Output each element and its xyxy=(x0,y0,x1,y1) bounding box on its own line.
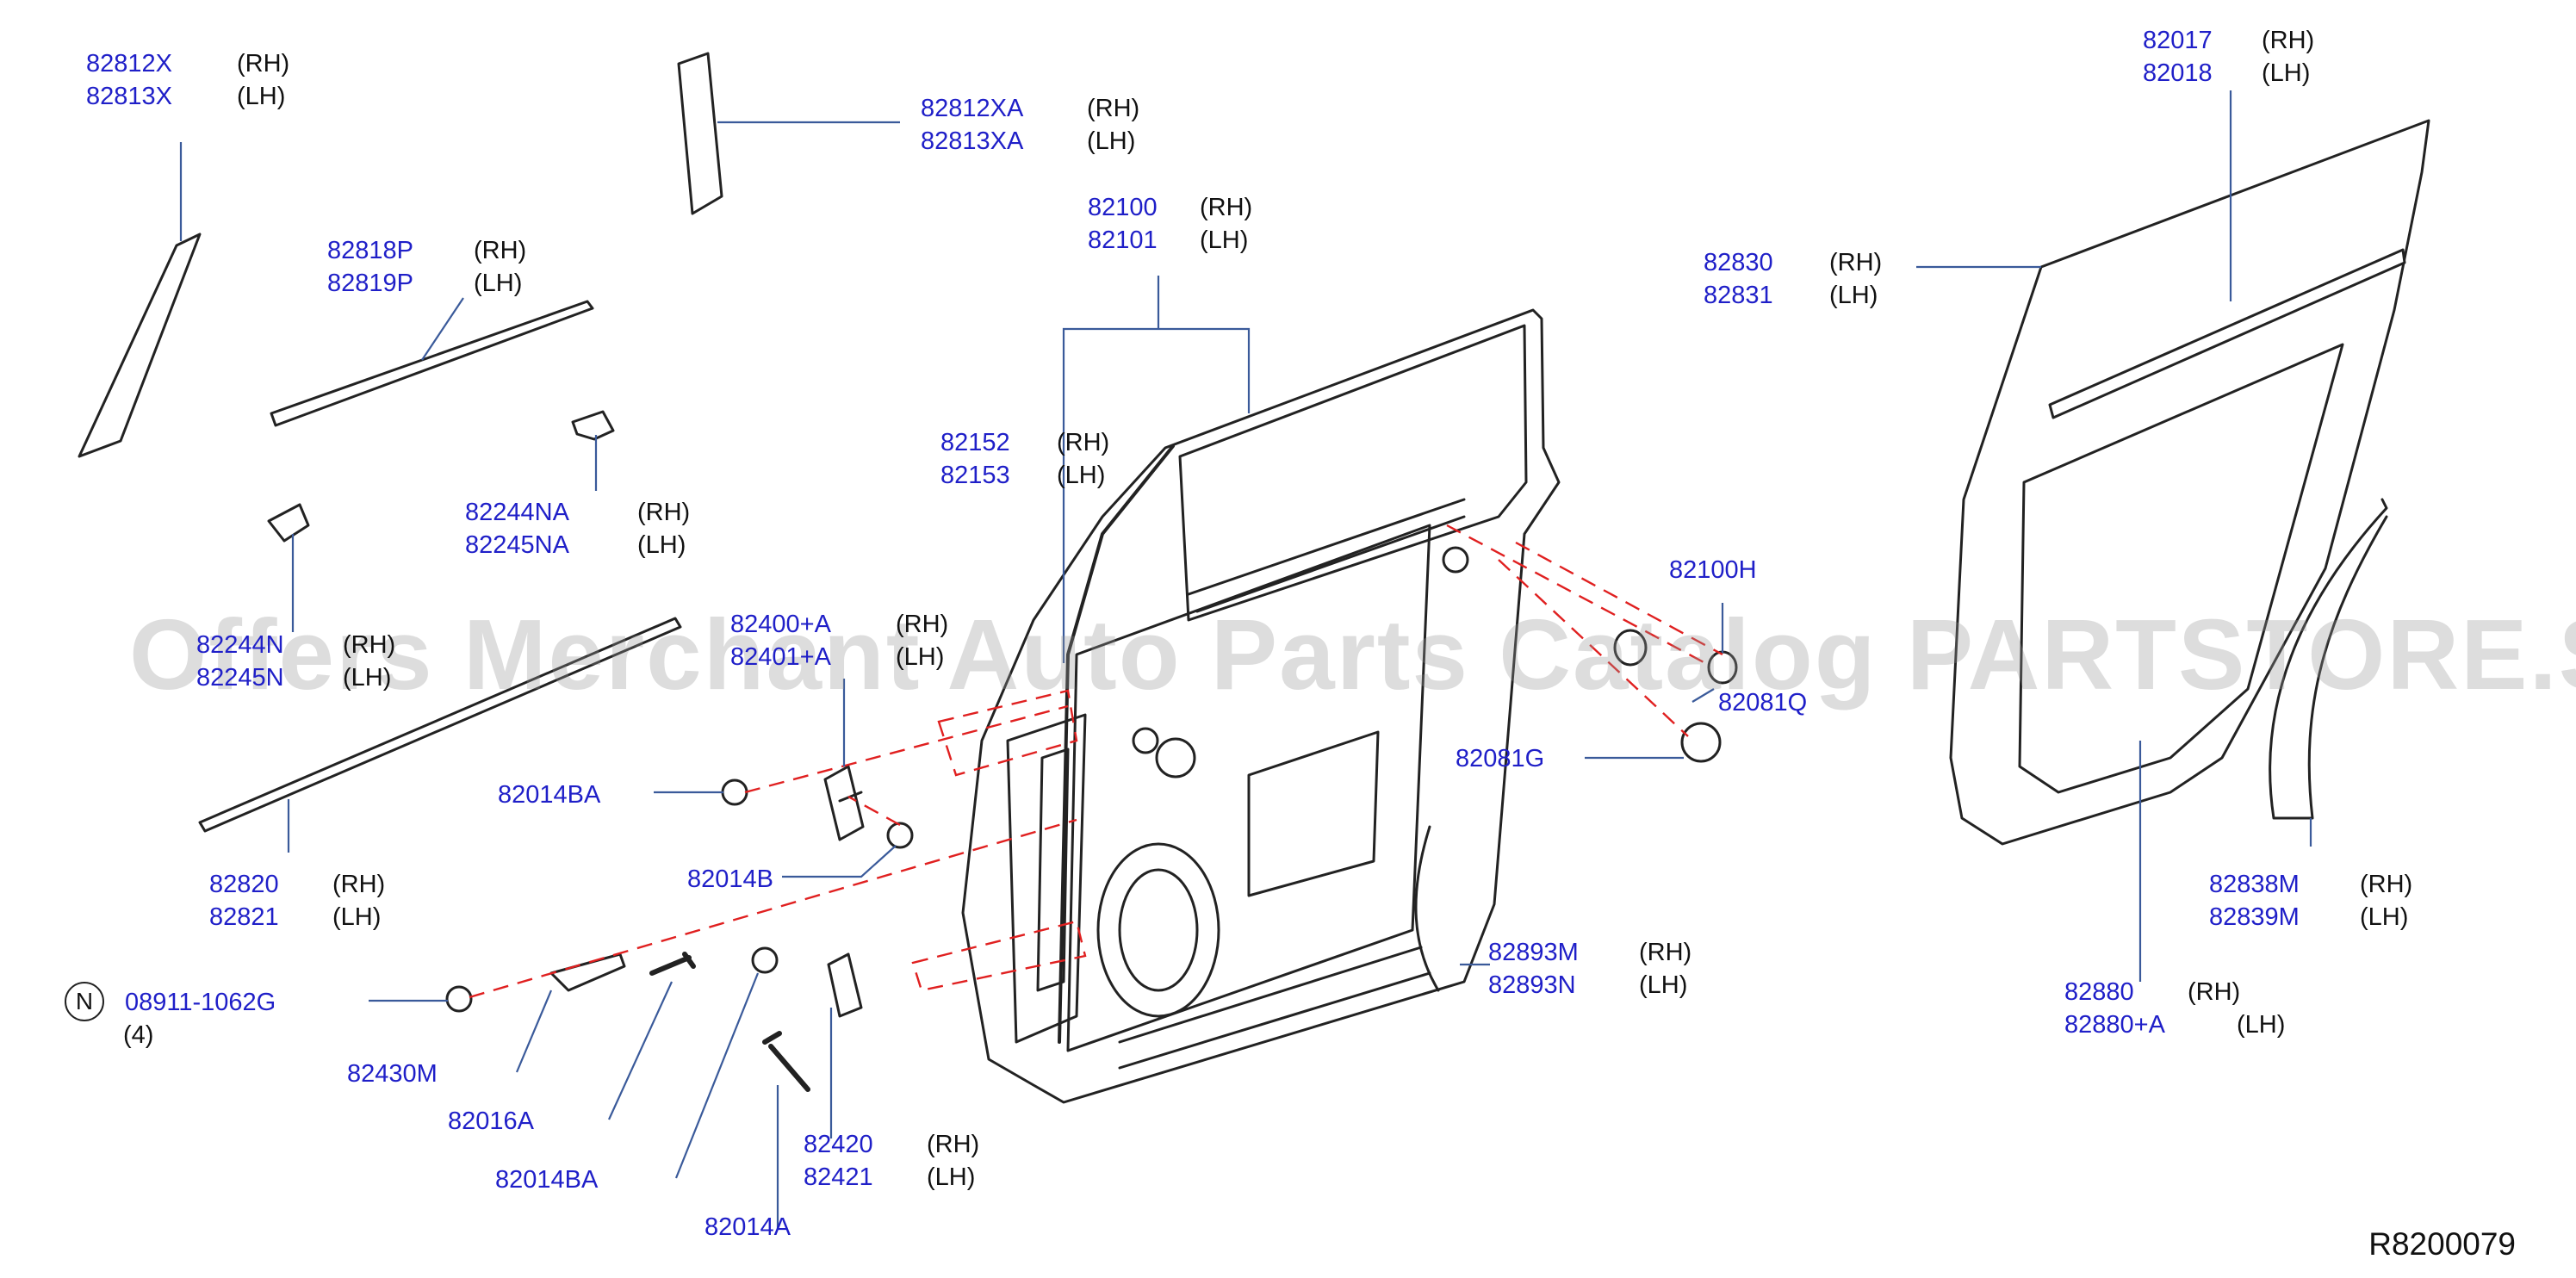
trim-panel-82880 xyxy=(2018,343,2344,794)
bolt-82014a xyxy=(762,1031,810,1092)
nut-82014b xyxy=(886,822,914,849)
molding-82820 xyxy=(198,617,682,833)
plug-82081q xyxy=(1613,629,1648,667)
part-label-82152[interactable]: 82152(RH) 82153(LH) xyxy=(940,429,1110,489)
nut-08911 xyxy=(445,985,473,1013)
part-label-82081g[interactable]: 82081G xyxy=(1456,745,1545,772)
molding-82812xa xyxy=(677,52,723,215)
nut-82014ba-a xyxy=(721,779,748,806)
part-label-82100h[interactable]: 82100H xyxy=(1669,556,1757,584)
leader-lines xyxy=(179,90,2312,1230)
glass-run-82152 xyxy=(1058,444,1175,1044)
weatherstrip-82830 xyxy=(1949,119,2430,846)
part-label-82081q[interactable]: 82081Q xyxy=(1718,689,1808,717)
hinge-82400 xyxy=(823,765,865,841)
part-label-82830[interactable]: 82830(RH) 82831(LH) xyxy=(1704,249,1883,309)
part-label-82014ba-bottom[interactable]: 82014BA xyxy=(495,1166,599,1194)
part-label-82016a[interactable]: 82016A xyxy=(448,1107,534,1135)
part-label-82244n[interactable]: 82244N(RH) 82245N(LH) xyxy=(196,631,396,692)
inner-seal-82017 xyxy=(2048,248,2406,419)
seal-82838m xyxy=(2269,498,2388,820)
part-label-82014a[interactable]: 82014A xyxy=(705,1213,791,1241)
part-label-82818p[interactable]: 82818P(RH) 82819P(LH) xyxy=(327,237,527,297)
part-label-82430m[interactable]: 82430M xyxy=(347,1060,438,1088)
diagram-reference-code: R8200079 xyxy=(2368,1226,2516,1262)
part-label-82812x[interactable]: 82812X(RH) 82813X(LH) xyxy=(86,50,290,110)
part-label-82820[interactable]: 82820(RH) 82821(LH) xyxy=(209,871,386,931)
part-label-82017[interactable]: 82017(RH) 82018(LH) xyxy=(2143,27,2315,87)
part-label-82014b[interactable]: 82014B xyxy=(687,865,773,893)
clip-82244na xyxy=(571,410,615,441)
part-label-82100[interactable]: 82100(RH) 82101(LH) xyxy=(1088,194,1253,254)
part-label-82400a[interactable]: 82400+A(RH) 82401+A(LH) xyxy=(730,611,949,671)
watermark: Offers Merchant Auto Parts Catalog PARTS… xyxy=(129,599,2576,710)
seal-82893m xyxy=(1414,825,1440,992)
note-symbol: N xyxy=(65,982,104,1021)
molding-82818p xyxy=(270,300,594,427)
plug-82081g xyxy=(1680,722,1722,763)
door-shell-82100 xyxy=(961,308,1561,1104)
part-label-82812xa[interactable]: 82812XA(RH) 82813XA(LH) xyxy=(921,95,1140,155)
door-check-82430m xyxy=(549,952,626,992)
nut-82014ba-b xyxy=(751,946,779,974)
hinge-82420 xyxy=(827,952,863,1018)
assembly-lines xyxy=(469,524,1723,999)
pillar-trim-82812x xyxy=(78,233,202,458)
part-label-82420[interactable]: 82420(RH) 82421(LH) xyxy=(804,1131,980,1191)
part-label-82880[interactable]: 82880(RH) 82880+A(LH) xyxy=(2064,978,2286,1039)
part-label-08911-1062g[interactable]: 08911-1062G (4) xyxy=(123,989,276,1049)
part-label-82244na[interactable]: 82244NA(RH) 82245NA(LH) xyxy=(465,499,691,559)
clip-82244n xyxy=(267,503,310,543)
bolt-82016a xyxy=(649,952,696,976)
part-label-82838m[interactable]: 82838M(RH) 82839M(LH) xyxy=(2209,871,2413,931)
part-label-82014ba-top[interactable]: 82014BA xyxy=(498,781,601,809)
part-label-82893m[interactable]: 82893M(RH) 82893N(LH) xyxy=(1488,939,1692,999)
